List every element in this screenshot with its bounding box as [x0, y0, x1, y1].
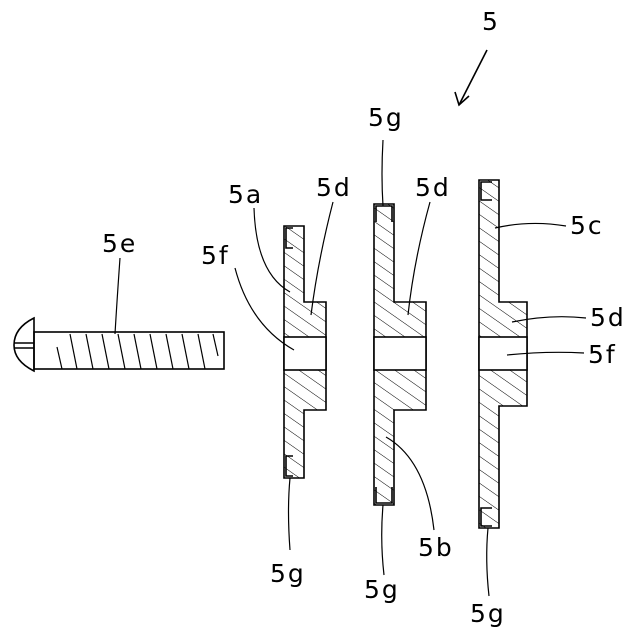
screw-5e [14, 318, 224, 371]
leader-rim-c [487, 528, 489, 596]
label-boss-a: 5d [316, 173, 352, 202]
assembly-pointer-arrow [455, 50, 487, 105]
label-rim-b-top: 5g [368, 103, 404, 132]
label-plate-a: 5a [228, 180, 263, 209]
label-plate-b: 5b [418, 533, 454, 562]
label-bore-c: 5f [588, 340, 617, 369]
label-bore-a: 5f [201, 241, 230, 270]
label-plate-c: 5c [570, 211, 604, 240]
leader-rim-b-bottom [382, 505, 384, 575]
label-boss-b: 5d [415, 173, 451, 202]
leader-rim-a [289, 478, 291, 550]
label-boss-c: 5d [590, 303, 626, 332]
label-rim-a-bottom: 5g [270, 559, 306, 588]
leader-screw [115, 258, 120, 334]
leader-boss-a [311, 202, 333, 315]
label-rim-b-bottom: 5g [364, 575, 400, 604]
leader-rim-b-top [382, 140, 383, 206]
screw-threads [57, 334, 218, 369]
label-assembly: 5 [482, 7, 500, 36]
leader-boss-b [408, 202, 430, 315]
leader-plate-c [495, 223, 566, 228]
label-rim-c-bottom: 5g [470, 599, 506, 628]
label-screw: 5e [102, 229, 137, 258]
